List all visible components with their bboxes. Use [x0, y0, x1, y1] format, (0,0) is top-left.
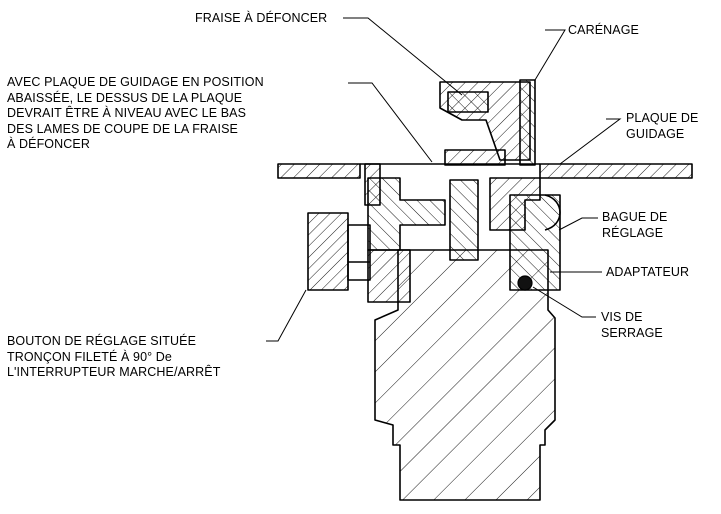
- screw: [364, 163, 381, 206]
- adjust-ring: [509, 194, 561, 291]
- housing: [519, 79, 536, 166]
- label-vis: VIS DE SERRAGE: [601, 310, 663, 341]
- guide-plate: [277, 163, 361, 179]
- router-bit-cutter: [444, 149, 506, 166]
- label-bouton-line-1: BOUTON DE RÉGLAGE SITUÉE: [7, 334, 197, 348]
- label-avec-line-5: À DÉFONCER: [7, 137, 90, 151]
- label-plaque-line-2: GUIDAGE: [626, 126, 685, 141]
- label-vis-line-1: VIS DE: [601, 310, 643, 324]
- label-avec-line-1: AVEC PLAQUE DE GUIDAGE EN POSITION: [7, 75, 264, 89]
- label-carenage: CARÉNAGE: [568, 23, 639, 37]
- label-bague: BAGUE DE RÉGLAGE: [602, 210, 667, 241]
- label-vis-line-2: SERRAGE: [601, 325, 663, 340]
- label-bouton-line-3: L'INTERRUPTEUR MARCHE/ARRÊT: [7, 365, 221, 379]
- label-bouton: BOUTON DE RÉGLAGE SITUÉE TRONÇON FILETÉ …: [7, 334, 220, 381]
- adjust-knob: [307, 212, 349, 291]
- label-avec: AVEC PLAQUE DE GUIDAGE EN POSITION ABAIS…: [7, 75, 264, 153]
- label-avec-line-3: DEVRAIT ÊTRE À NIVEAU AVEC LE BAS: [7, 106, 247, 120]
- label-plaque: PLAQUE DE GUIDAGE: [626, 111, 698, 142]
- guide-plate-right: [539, 163, 693, 179]
- label-bouton-line-2: TRONÇON FILETÉ À 90° De: [7, 349, 172, 364]
- motor-body: [374, 249, 556, 501]
- label-plaque-line-1: PLAQUE DE: [626, 111, 699, 125]
- label-avec-line-2: ABAISSÉE, LE DESSUS DE LA PLAQUE: [7, 90, 243, 105]
- set-screw: [517, 275, 533, 291]
- label-bague-line-1: BAGUE DE: [602, 210, 668, 224]
- label-fraise: FRAISE À DÉFONCER: [195, 11, 328, 25]
- label-adaptateur: ADAPTATEUR: [606, 265, 690, 279]
- router-bit-flute: [447, 91, 489, 113]
- adapter-left: [367, 249, 411, 303]
- label-bague-line-2: RÉGLAGE: [602, 225, 664, 240]
- label-avec-line-4: DES LAMES DE COUPE DE LA FRAISE: [7, 121, 238, 136]
- motor-shaft: [449, 179, 479, 261]
- leaders: [266, 17, 622, 342]
